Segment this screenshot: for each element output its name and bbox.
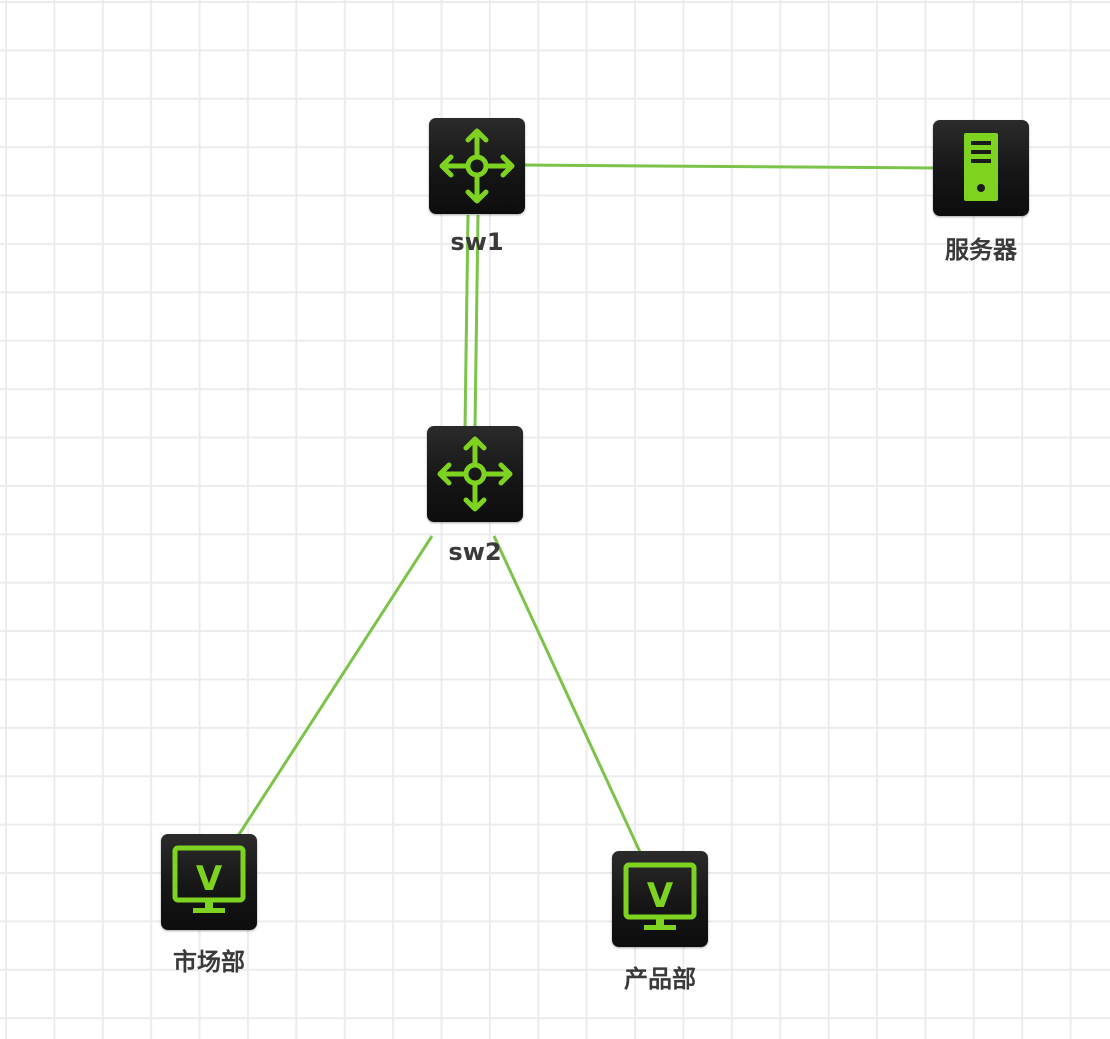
pc-icon: V <box>623 862 697 930</box>
node-server[interactable] <box>933 120 1029 216</box>
node-product[interactable]: V <box>612 851 708 947</box>
svg-text:V: V <box>196 859 223 899</box>
link-sw1-sw2-b[interactable] <box>473 214 480 429</box>
svg-text:V: V <box>647 876 674 916</box>
label-sw2: sw2 <box>448 538 502 566</box>
node-sw2[interactable] <box>427 426 523 522</box>
server-icon <box>964 133 998 201</box>
link-sw2-market[interactable] <box>236 535 434 837</box>
label-product: 产品部 <box>624 965 696 993</box>
label-sw1: sw1 <box>450 228 504 256</box>
link-sw1-server[interactable] <box>519 163 936 170</box>
node-market[interactable]: V <box>161 834 257 930</box>
switch-icon <box>439 128 515 204</box>
node-sw1[interactable] <box>429 118 525 214</box>
label-server: 服务器 <box>945 236 1017 264</box>
label-market: 市场部 <box>173 948 245 976</box>
pc-icon: V <box>172 845 246 913</box>
link-sw1-sw2-a[interactable] <box>463 214 470 429</box>
link-sw2-product[interactable] <box>492 535 642 853</box>
switch-icon <box>437 436 513 512</box>
